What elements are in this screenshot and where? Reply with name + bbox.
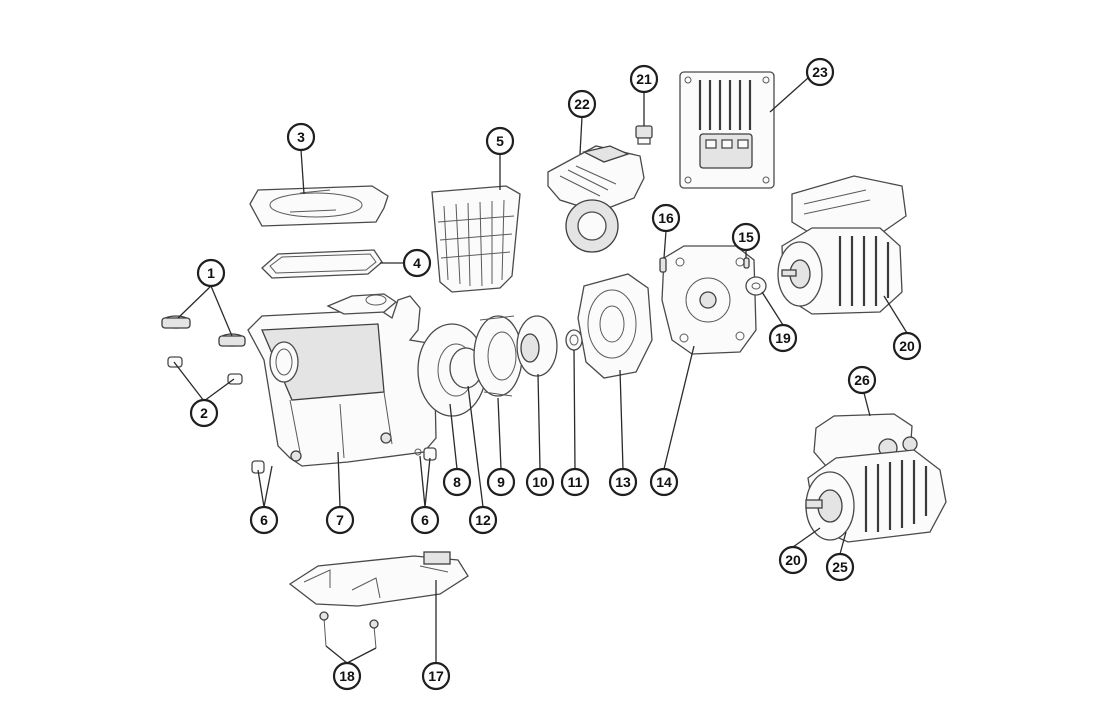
callout-15: 14 15	[731, 222, 761, 252]
variable-speed-motor-part	[777, 175, 907, 315]
callout-3: 3	[286, 122, 316, 152]
drive-unit-part	[547, 145, 645, 253]
callout-14: 14	[649, 467, 679, 497]
fitting-part	[251, 447, 437, 474]
callout-label: 22	[574, 96, 590, 112]
callout-label: 10	[532, 474, 548, 490]
bolt-part	[659, 257, 667, 273]
pump-housing-part	[247, 293, 437, 467]
callout-label: 14	[656, 474, 672, 490]
seal-plate-part	[577, 273, 653, 379]
callout-17: 17	[421, 661, 451, 691]
strainer-lid-part	[249, 185, 389, 227]
callout-label: 6	[421, 512, 429, 528]
callout-6-right: 6	[410, 505, 440, 535]
leader-lines	[173, 77, 908, 664]
drain-plug-part	[167, 356, 243, 385]
cable-gland-part	[635, 125, 653, 145]
callout-18: 18	[332, 661, 362, 691]
callout-label: 15	[738, 229, 754, 245]
strainer-basket-part	[431, 185, 521, 293]
callout-1: 1	[196, 258, 226, 288]
callout-label: 20	[785, 552, 801, 568]
callout-16: 16	[651, 203, 681, 233]
callout-label: 1	[207, 265, 215, 281]
callout-label: 12	[475, 512, 491, 528]
washer-part	[745, 276, 767, 296]
callout-5: 5	[485, 126, 515, 156]
callout-label: 23	[812, 64, 828, 80]
callout-label: 2	[200, 405, 208, 421]
callout-13: 13	[608, 467, 638, 497]
base-screw-part	[319, 611, 379, 649]
shaft-seal-part	[565, 329, 583, 351]
callout-6-left: 6	[249, 505, 279, 535]
callout-4: 4	[402, 248, 432, 278]
callout-26: 26	[847, 365, 877, 395]
callout-label: 4	[413, 255, 421, 271]
callout-10: 10	[525, 467, 555, 497]
callout-label: 20	[899, 338, 915, 354]
callout-label: 25	[832, 559, 848, 575]
callout-20-top: 20	[892, 331, 922, 361]
callout-20-bottom: 20	[778, 545, 808, 575]
callout-7: 7	[325, 505, 355, 535]
screw-part	[743, 257, 750, 269]
callout-12: 12	[468, 505, 498, 535]
callout-label: 16	[658, 210, 674, 226]
callout-label: 18	[339, 668, 355, 684]
callout-2: 2	[189, 398, 219, 428]
pump-base-part	[288, 551, 469, 607]
callout-label: 3	[297, 129, 305, 145]
callout-label: 21	[636, 71, 652, 87]
callout-25: 25	[825, 552, 855, 582]
callout-9: 9	[486, 467, 516, 497]
callout-label: 5	[496, 133, 504, 149]
diffuser-part	[473, 315, 523, 397]
callout-label: 9	[497, 474, 505, 490]
standard-motor-part	[805, 413, 947, 543]
callout-label: 19	[775, 330, 791, 346]
callout-label: 8	[453, 474, 461, 490]
control-panel-part	[679, 71, 775, 189]
drain-knob-part	[161, 315, 246, 347]
callout-23: 23	[805, 57, 835, 87]
callout-label: 13	[615, 474, 631, 490]
callout-label: 11	[568, 474, 583, 490]
callout-8: 8	[442, 467, 472, 497]
callout-22: 22	[567, 89, 597, 119]
callout-label: 7	[336, 512, 344, 528]
lid-gasket-part	[261, 249, 383, 279]
callout-19: 19	[768, 323, 798, 353]
impeller-part	[516, 315, 558, 377]
callout-label: 6	[260, 512, 268, 528]
callout-label: 17	[428, 668, 444, 684]
callout-11: 11	[560, 467, 590, 497]
adapter-plate-part	[661, 245, 757, 355]
callout-label: 26	[854, 372, 870, 388]
callout-21: 21	[629, 64, 659, 94]
